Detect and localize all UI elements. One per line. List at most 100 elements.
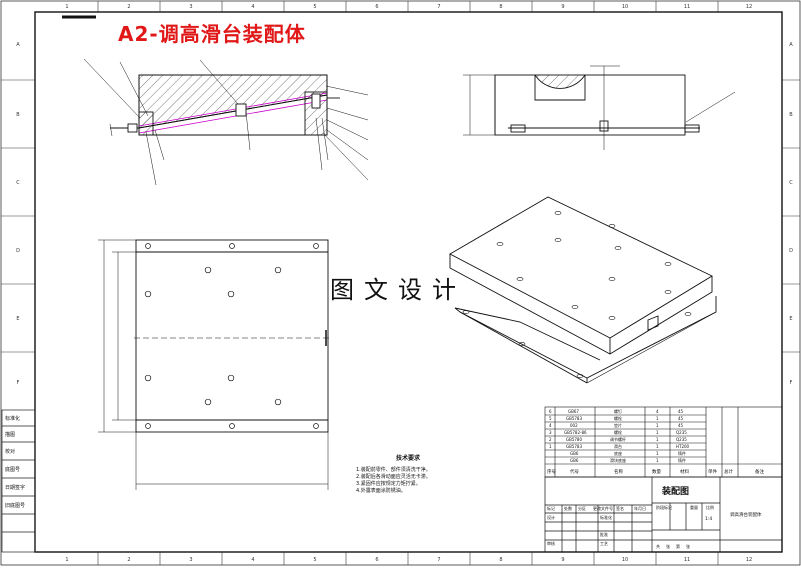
title-label: 第: [676, 543, 680, 549]
bom-header-cell: 单件: [708, 468, 717, 475]
bom-header-cell: 数量: [652, 468, 661, 475]
bom-material: Q235: [676, 437, 687, 442]
bom-name: 滑台: [614, 443, 622, 449]
col-label: 8: [499, 4, 502, 10]
bom-qty: 1: [656, 430, 659, 435]
left-label: 校对: [5, 448, 15, 455]
section-leaders: [83, 58, 369, 181]
bom-qty: 1: [656, 458, 659, 463]
zone-row-labels: A B C D E F A B C D E F: [16, 42, 793, 386]
left-label-texts: 标准化 描图 校对 底图号 日期签字 旧底图号: [5, 415, 25, 509]
bom-code: GB67: [568, 409, 579, 414]
col-label: 5: [313, 4, 316, 10]
bom-qty: 1: [656, 416, 659, 421]
col-label: 10: [622, 557, 628, 563]
title-label: 张: [686, 543, 690, 549]
bom-code: GB5782-86: [564, 430, 587, 435]
bom-code: 002: [570, 423, 578, 428]
scale-value: 1:4: [705, 516, 712, 522]
title-label: 标记: [547, 505, 555, 511]
title-label: 处数: [564, 505, 572, 511]
title-label: 重量: [690, 504, 698, 510]
col-label: 12: [746, 4, 752, 10]
drawing-name: 装配图: [661, 485, 689, 497]
section-view: [109, 74, 340, 186]
bom-header: 序号 代号 名称 数量 材料 单件 总计 备注: [547, 468, 764, 475]
col-label: 4: [251, 4, 254, 10]
bom-code: GB5783: [566, 444, 582, 449]
bom-code: GB5783: [566, 416, 582, 421]
bom-header-cell: 名称: [614, 468, 623, 475]
side-view: [463, 65, 736, 150]
row-label: F: [17, 380, 20, 386]
bom-no: 4: [549, 423, 552, 428]
bom-rows: 6 GB67 螺钉 4 45 5 GB5783 螺栓 1 45 4 002 垫片…: [549, 408, 690, 463]
title-block-grid: [544, 476, 783, 553]
left-label: 旧底图号: [5, 502, 25, 509]
col-label: 1: [65, 4, 68, 10]
isometric-holes: [462, 211, 692, 378]
col-label: 6: [375, 4, 378, 10]
col-label: 2: [127, 557, 130, 563]
bom-header-cell: 总计: [724, 468, 733, 475]
tech-req-line: 2.装配后各滑动面应灵活无卡滞。: [356, 473, 431, 480]
bom-no: 6: [549, 409, 552, 414]
left-label: 日期签字: [5, 484, 25, 491]
col-label: 2: [127, 4, 130, 10]
row-label: A: [789, 42, 793, 48]
col-label: 6: [375, 557, 378, 563]
title-label: 更改文件号: [593, 505, 613, 511]
technical-requirements: 技术要求 1.装配前零件、部件须清洗干净。 2.装配后各滑动面应灵活无卡滞。 3…: [356, 454, 431, 494]
left-label: 底图号: [5, 466, 20, 473]
bom-qty: 1: [656, 451, 659, 456]
row-label: F: [790, 380, 793, 386]
row-label: C: [789, 180, 793, 186]
top-view-holes: [144, 243, 319, 429]
bom-header-cell: 备注: [755, 468, 764, 475]
row-label: D: [16, 248, 20, 254]
bom-no: 1: [549, 444, 552, 449]
title-label: 比例: [706, 504, 714, 510]
title-label: 批准: [600, 531, 608, 537]
zone-column-labels: 1 2 3 4 5 6 7 8 9 10 11 12 1 2 3 4 5 6 7…: [65, 4, 752, 563]
title-label: 共: [656, 543, 660, 549]
watermark: 图文设计: [330, 276, 466, 304]
inner-border: [34, 11, 783, 553]
col-label: 12: [746, 557, 752, 563]
bom-code: GB5780: [566, 437, 582, 442]
title-label: 工艺: [600, 541, 608, 546]
col-label: 9: [561, 4, 564, 10]
bom-header-cell: 材料: [680, 468, 689, 475]
title-label: 阶段标记: [656, 504, 672, 510]
bom-no: 2: [549, 437, 552, 442]
title-label: 设计: [547, 514, 555, 520]
bom-name: 底座: [614, 450, 622, 456]
col-label: 11: [684, 4, 690, 10]
col-label: 4: [251, 557, 254, 563]
bom-code: GB6: [570, 451, 579, 456]
top-view: [98, 239, 330, 490]
col-label: 11: [684, 557, 690, 563]
bom-material: 45: [678, 416, 684, 421]
title-label: 审核: [547, 540, 555, 546]
isometric-view: [449, 196, 717, 384]
bom-qty: 4: [656, 409, 659, 414]
title-label: 张: [666, 543, 670, 549]
title-block-texts: 装配图 调高滑台装配体 1:4 标记 处数 分区 更改文件号 签名 年月日 设计…: [547, 485, 762, 549]
col-label: 3: [189, 4, 192, 10]
col-label: 3: [189, 557, 192, 563]
bom-header-cell: 代号: [570, 468, 579, 475]
drawing-number: 调高滑台装配体: [730, 511, 762, 518]
row-label: B: [16, 112, 20, 118]
bom-material: 45: [678, 423, 684, 428]
bom-name: 螺栓: [614, 429, 622, 435]
tech-req-line: 1.装配前零件、部件须清洗干净。: [356, 466, 431, 473]
title-label: 年月日: [634, 505, 646, 511]
col-label: 9: [561, 557, 564, 563]
bom-qty: 1: [656, 423, 659, 428]
row-label: D: [789, 248, 793, 254]
bom-name: 滑块底座: [610, 457, 626, 463]
